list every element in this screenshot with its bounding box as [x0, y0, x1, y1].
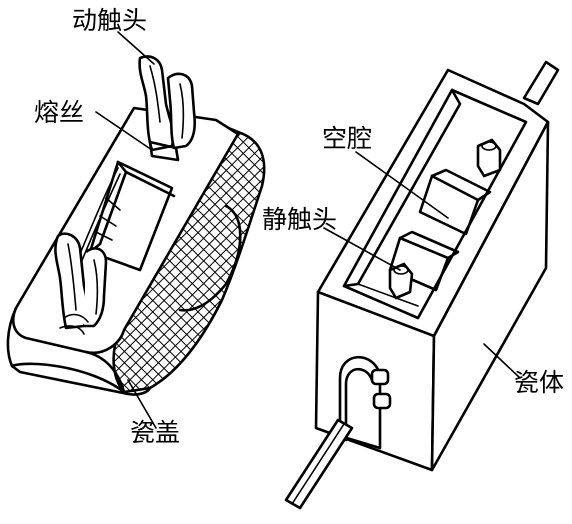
label-fuse-wire: 熔丝: [34, 98, 85, 127]
porcelain-cover: [6, 55, 266, 396]
label-static-contact: 静触头: [262, 205, 338, 234]
label-moving-contact: 动触头: [72, 6, 148, 35]
moving-contact-top: [138, 55, 197, 162]
static-contact-upper: [476, 138, 502, 178]
label-porcelain-cover: 瓷盖: [130, 418, 181, 447]
leader-lines: [95, 31, 521, 429]
moving-contact-bottom: [54, 232, 108, 335]
porcelain-body: [284, 60, 560, 510]
label-cavity: 空腔: [322, 124, 373, 153]
static-contact-lower: [388, 262, 414, 300]
label-porcelain-body: 瓷体: [514, 368, 565, 397]
